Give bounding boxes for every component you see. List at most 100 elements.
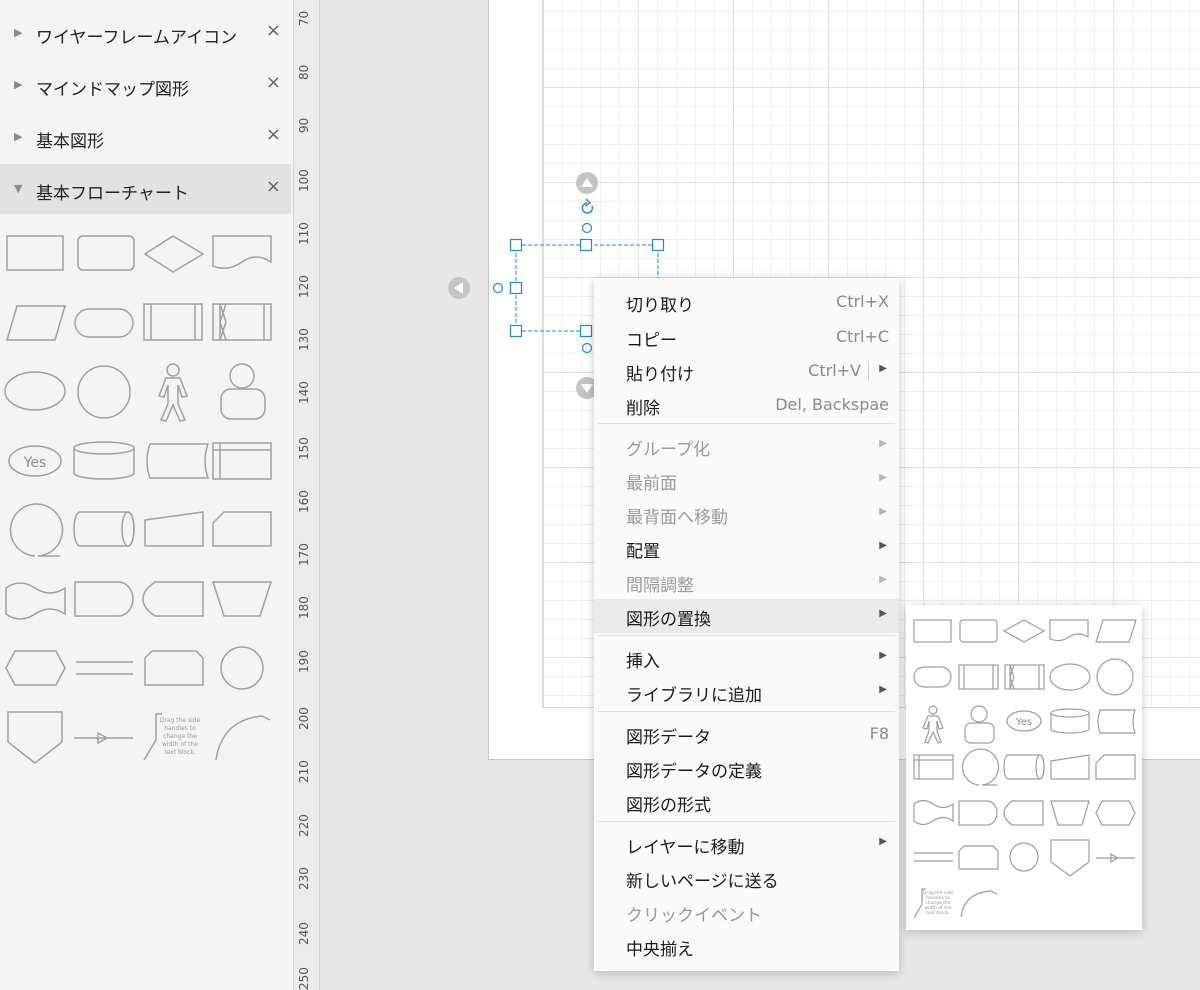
text-block-shape[interactable] [913, 888, 926, 919]
internal-storage-shape[interactable] [212, 442, 272, 480]
user-shape[interactable] [220, 363, 266, 420]
menu-item-insert[interactable]: 挿入 ▶ [594, 641, 899, 675]
sequential-data-shape[interactable] [9, 503, 64, 557]
resize-handle-top-left[interactable] [509, 238, 523, 252]
menu-item-delete[interactable]: 削除 Del, Backspae [594, 388, 899, 422]
library-section-basic-flowchart[interactable]: ▼ 基本フローチャート × [0, 164, 291, 214]
menu-item-group[interactable]: グループ化 ▶ [594, 429, 899, 463]
menu-item-send-to-back[interactable]: 最背面へ移動 ▶ [594, 497, 899, 531]
menu-item-shape-data[interactable]: 図形データ F8 [594, 717, 899, 751]
close-icon[interactable]: × [265, 20, 281, 41]
clone-arrow-up-icon[interactable] [576, 172, 598, 194]
menu-item-bring-to-front[interactable]: 最前面 ▶ [594, 463, 899, 497]
arc-shape[interactable] [960, 890, 998, 918]
data-shape[interactable] [1095, 619, 1137, 643]
menu-item-copy[interactable]: コピー Ctrl+C [594, 320, 899, 354]
expand-triangle-icon[interactable]: ▶ [14, 78, 23, 91]
parallel-lines-shape[interactable] [76, 661, 133, 675]
expand-triangle-icon[interactable]: ▶ [14, 130, 23, 143]
stored-data-cylinder-shape[interactable] [73, 441, 135, 480]
resize-handle-top[interactable] [579, 238, 593, 252]
menu-item-send-to-new-page[interactable]: 新しいページに送る [594, 861, 899, 895]
actor-shape[interactable] [922, 705, 944, 744]
arrow-line-shape[interactable] [74, 731, 133, 745]
document-shape[interactable] [212, 235, 272, 269]
menu-item-click-event[interactable]: クリックイベント [594, 895, 899, 929]
display-shape[interactable] [1003, 800, 1044, 826]
direct-data-shape[interactable] [1003, 754, 1045, 780]
connector-circle-shape[interactable] [220, 646, 264, 690]
predefined-process-shape[interactable] [143, 303, 203, 341]
punched-tape-shape[interactable] [913, 799, 954, 826]
resize-handle-left[interactable] [509, 281, 523, 295]
menu-item-replace-shape[interactable]: 図形の置換 ▶ [594, 599, 899, 633]
actor-shape[interactable] [157, 363, 189, 422]
decision-shape[interactable] [1002, 619, 1046, 643]
menu-item-cut[interactable]: 切り取り Ctrl+X [594, 285, 899, 319]
arrow-line-shape[interactable] [1096, 852, 1135, 864]
clone-arrow-left-icon[interactable] [448, 277, 470, 299]
yes-ellipse-shape[interactable] [8, 445, 62, 477]
circle-shape[interactable] [1096, 658, 1134, 696]
connector-circle-shape[interactable] [1009, 842, 1039, 872]
sequential-data-shape[interactable] [961, 748, 1000, 786]
manual-input-shape[interactable] [144, 511, 204, 547]
off-page-connector-shape[interactable] [7, 711, 63, 764]
internal-storage-x-shape[interactable] [212, 303, 272, 341]
delay-shape[interactable] [74, 581, 134, 617]
arc-shape[interactable] [215, 715, 271, 761]
close-icon[interactable]: × [265, 176, 281, 197]
loop-limit-shape[interactable] [144, 650, 204, 686]
stored-data-shape[interactable] [1097, 709, 1136, 734]
internal-storage-shape[interactable] [913, 754, 954, 780]
submenu-arrow-icon[interactable]: ▶ [879, 363, 887, 374]
preparation-shape[interactable] [1095, 800, 1136, 826]
connection-point-top[interactable] [581, 222, 593, 234]
collapse-triangle-icon[interactable]: ▼ [14, 182, 23, 195]
terminator-shape[interactable] [913, 666, 952, 688]
expand-triangle-icon[interactable]: ▶ [14, 26, 23, 39]
manual-operation-shape[interactable] [211, 581, 273, 617]
rounded-process-shape[interactable] [959, 619, 998, 643]
ellipse-shape[interactable] [1049, 663, 1091, 691]
close-icon[interactable]: × [265, 72, 281, 93]
internal-storage-x-shape[interactable] [1004, 664, 1045, 690]
stored-data-shape[interactable] [146, 443, 210, 479]
preparation-shape[interactable] [5, 650, 66, 686]
text-block-shape[interactable] [143, 713, 162, 761]
card-shape[interactable] [1095, 754, 1136, 780]
menu-item-spacing[interactable]: 間隔調整 ▶ [594, 565, 899, 599]
resize-handle-bottom-left[interactable] [509, 324, 523, 338]
delay-shape[interactable] [958, 800, 998, 826]
document-shape[interactable] [1049, 619, 1089, 642]
circle-shape[interactable] [77, 365, 131, 419]
menu-item-add-to-library[interactable]: ライブラリに追加 ▶ [594, 675, 899, 709]
close-icon[interactable]: × [265, 124, 281, 145]
menu-item-align[interactable]: 配置 ▶ [594, 531, 899, 565]
manual-input-shape[interactable] [1050, 754, 1090, 780]
connection-point-left[interactable] [492, 282, 504, 294]
resize-handle-top-right[interactable] [651, 238, 665, 252]
library-section-wireframe-icons[interactable]: ▶ ワイヤーフレームアイコン × [0, 8, 291, 58]
decision-shape[interactable] [143, 235, 205, 273]
punched-tape-shape[interactable] [5, 582, 66, 620]
resize-handle-bottom[interactable] [579, 324, 593, 338]
process-shape[interactable] [913, 619, 952, 643]
rotate-icon[interactable] [581, 198, 594, 214]
data-shape[interactable] [5, 305, 67, 341]
manual-operation-shape[interactable] [1050, 800, 1090, 826]
yes-ellipse-shape[interactable] [1006, 710, 1042, 732]
menu-item-move-to-layer[interactable]: レイヤーに移動 ▶ [594, 827, 899, 861]
card-shape[interactable] [212, 511, 272, 547]
stored-data-cylinder-shape[interactable] [1050, 708, 1090, 734]
ellipse-shape[interactable] [4, 371, 66, 411]
menu-item-center-align[interactable]: 中央揃え [594, 929, 899, 963]
library-section-mindmap-shapes[interactable]: ▶ マインドマップ図形 × [0, 60, 291, 110]
menu-item-paste[interactable]: 貼り付け Ctrl+V ▶ [594, 354, 899, 388]
clone-arrow-down-icon[interactable] [576, 377, 598, 399]
direct-data-shape[interactable] [73, 511, 135, 547]
loop-limit-shape[interactable] [958, 845, 999, 870]
off-page-connector-shape[interactable] [1050, 839, 1090, 877]
display-shape[interactable] [142, 581, 204, 617]
library-section-basic-shapes[interactable]: ▶ 基本図形 × [0, 112, 291, 162]
